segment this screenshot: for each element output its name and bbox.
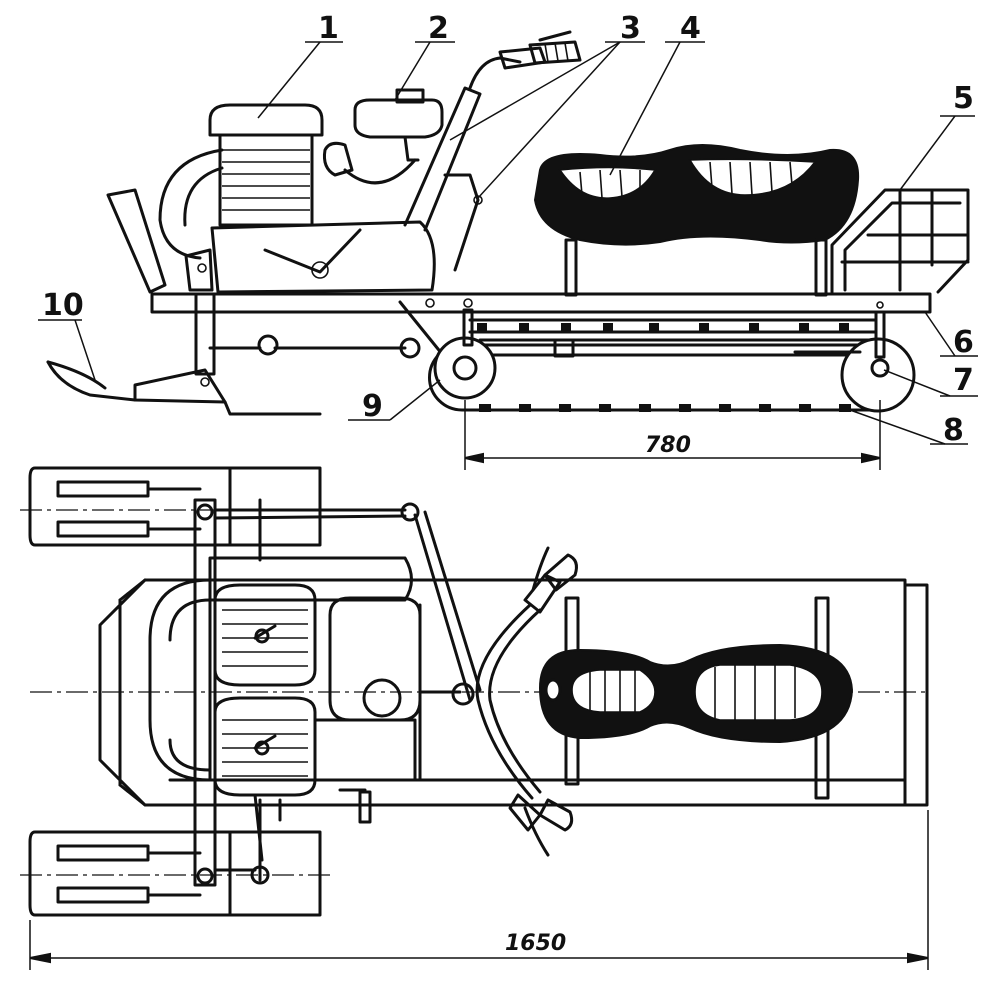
dimension-label-780: 780	[645, 433, 691, 458]
callout-1: 1	[318, 11, 339, 46]
front-axle	[193, 498, 482, 887]
callout-4: 4	[680, 11, 701, 46]
seat	[533, 144, 860, 297]
track-assembly	[208, 308, 916, 413]
frame-rail	[150, 292, 932, 314]
dimension-overall-length: 1650	[29, 810, 929, 970]
callout-7: 7	[953, 363, 974, 398]
callout-5: 5	[953, 81, 974, 116]
rear-rack	[830, 188, 970, 294]
fuel-tank	[353, 88, 444, 162]
handlebar-top	[475, 546, 578, 857]
callouts: 1 2 3 4 5 6 7 8 9	[38, 11, 978, 448]
ski-left	[28, 466, 322, 547]
callout-10: 10	[42, 288, 84, 323]
steering-column	[398, 30, 582, 372]
seat-top	[538, 643, 854, 744]
dimension-track-length: 780	[464, 400, 881, 470]
ski-right	[28, 830, 322, 917]
callout-8: 8	[943, 413, 964, 448]
engine	[158, 103, 436, 294]
callout-3: 3	[620, 11, 641, 46]
callout-2: 2	[428, 11, 449, 46]
side-view: 780 1 2 3 4 5 6 7 8	[38, 11, 978, 470]
callout-6: 6	[953, 325, 974, 360]
callout-9: 9	[362, 389, 383, 424]
top-view: 1650	[20, 466, 930, 970]
front-strut	[106, 188, 167, 294]
dimension-label-1650: 1650	[505, 931, 566, 956]
engine-top	[148, 556, 475, 862]
